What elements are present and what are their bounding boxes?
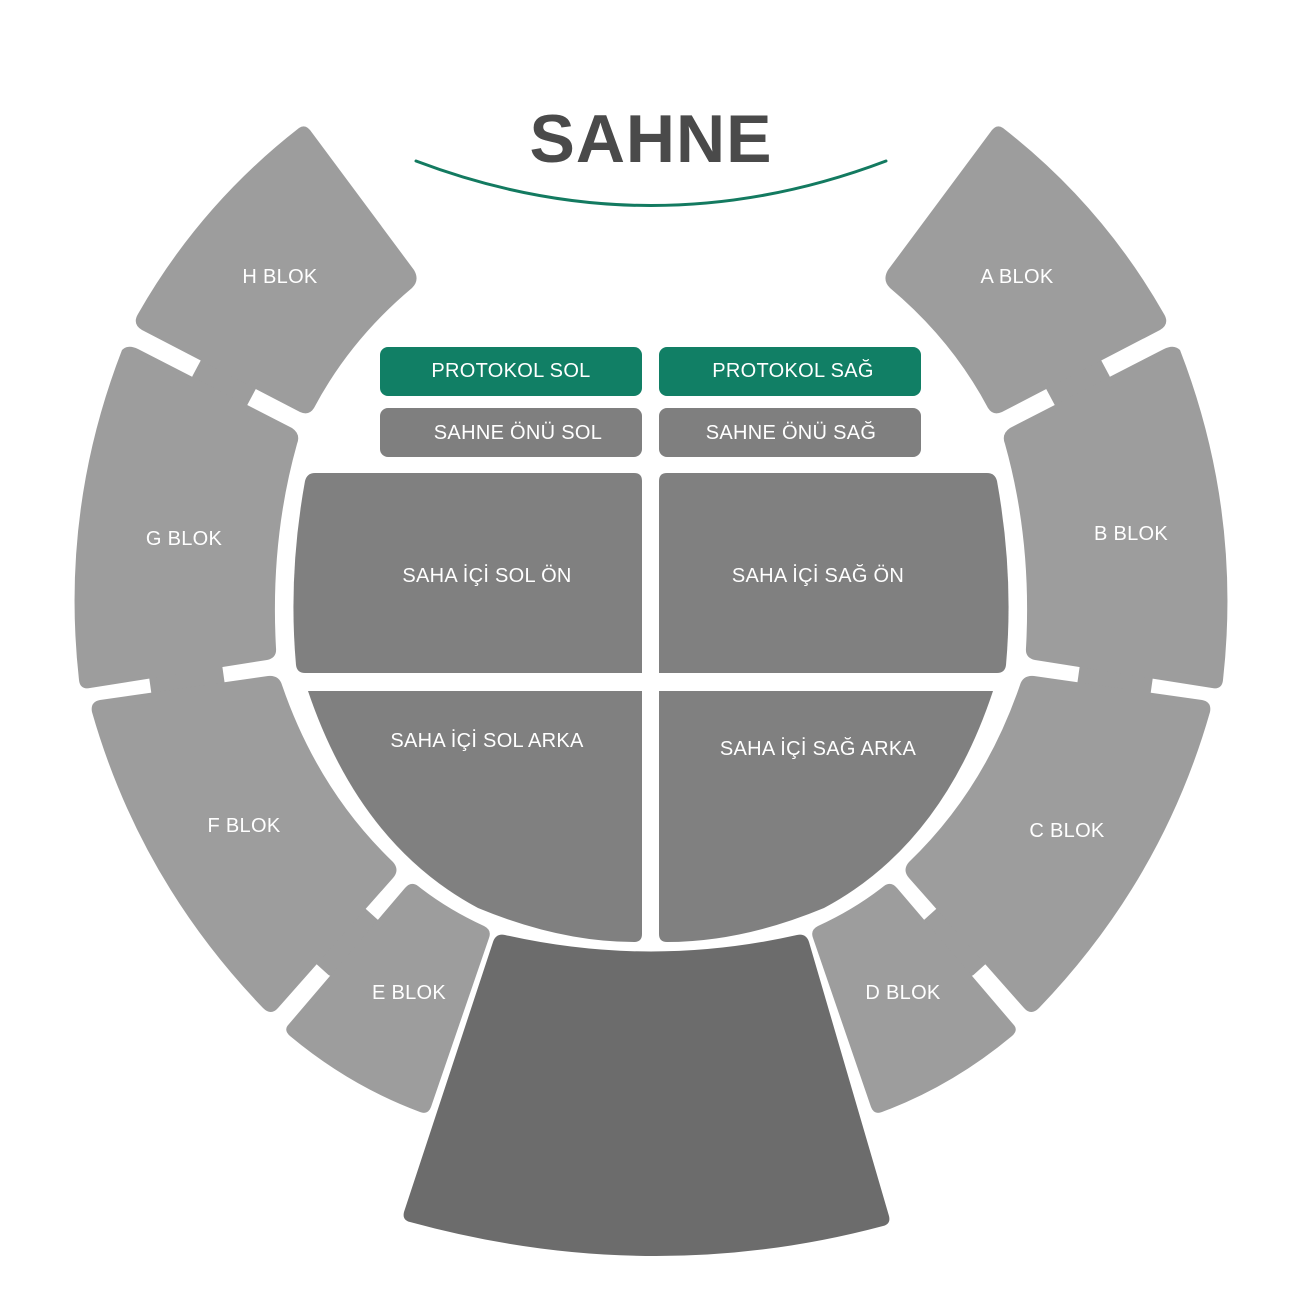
protocol-left[interactable]: PROTOKOL SOL [380,347,642,396]
field-left-front[interactable]: SAHA İÇİ SOL ÖN [293,473,642,673]
block-e-label: E BLOK [372,982,446,1004]
protocol-left-label: PROTOKOL SOL [431,360,590,382]
front-left[interactable]: SAHNE ÖNÜ SOL [380,408,642,457]
stage: SAHNE [414,101,888,207]
block-c[interactable]: C BLOK [905,675,1211,1012]
block-a-label: A BLOK [981,266,1054,288]
outer-blocks: H BLOK A BLOK G BLOK B BLOK F BLOK C BLO… [74,126,1228,1257]
field-left-back-label: SAHA İÇİ SOL ARKA [390,729,584,752]
block-g[interactable]: G BLOK [74,346,299,689]
block-a[interactable]: A BLOK [885,126,1167,414]
field-left-front-label: SAHA İÇİ SOL ÖN [402,564,571,587]
field-sections: SAHA İÇİ SOL ÖN SAHA İÇİ SAĞ ÖN SAHA İÇİ… [293,473,1009,942]
field-right-back[interactable]: SAHA İÇİ SAĞ ARKA [659,691,993,942]
block-g-label: G BLOK [146,528,223,550]
front-right[interactable]: SAHNE ÖNÜ SAĞ [659,408,921,457]
field-right-front-label: SAHA İÇİ SAĞ ÖN [732,564,904,587]
stage-curve [414,159,888,207]
front-stage-row: SAHNE ÖNÜ SOL SAHNE ÖNÜ SAĞ [380,408,921,457]
bottom-stand[interactable] [403,934,890,1257]
stage-title: SAHNE [529,101,772,177]
field-right-front[interactable]: SAHA İÇİ SAĞ ÖN [659,473,1009,673]
block-b[interactable]: B BLOK [1003,346,1228,689]
block-d-label: D BLOK [865,982,941,1004]
block-f-label: F BLOK [208,815,281,837]
block-d[interactable]: D BLOK [812,883,1016,1113]
field-left-back[interactable]: SAHA İÇİ SOL ARKA [308,691,642,942]
protocol-row: PROTOKOL SOL PROTOKOL SAĞ [380,347,921,396]
block-h-label: H BLOK [242,266,318,288]
protocol-right-label: PROTOKOL SAĞ [712,359,873,382]
block-c-label: C BLOK [1029,820,1105,842]
field-right-back-label: SAHA İÇİ SAĞ ARKA [720,737,917,760]
front-left-label: SAHNE ÖNÜ SOL [434,422,602,444]
block-h[interactable]: H BLOK [135,126,417,414]
block-b-label: B BLOK [1094,523,1168,545]
block-e[interactable]: E BLOK [286,883,490,1113]
protocol-right[interactable]: PROTOKOL SAĞ [659,347,921,396]
front-right-label: SAHNE ÖNÜ SAĞ [706,421,877,444]
block-f[interactable]: F BLOK [91,675,397,1012]
